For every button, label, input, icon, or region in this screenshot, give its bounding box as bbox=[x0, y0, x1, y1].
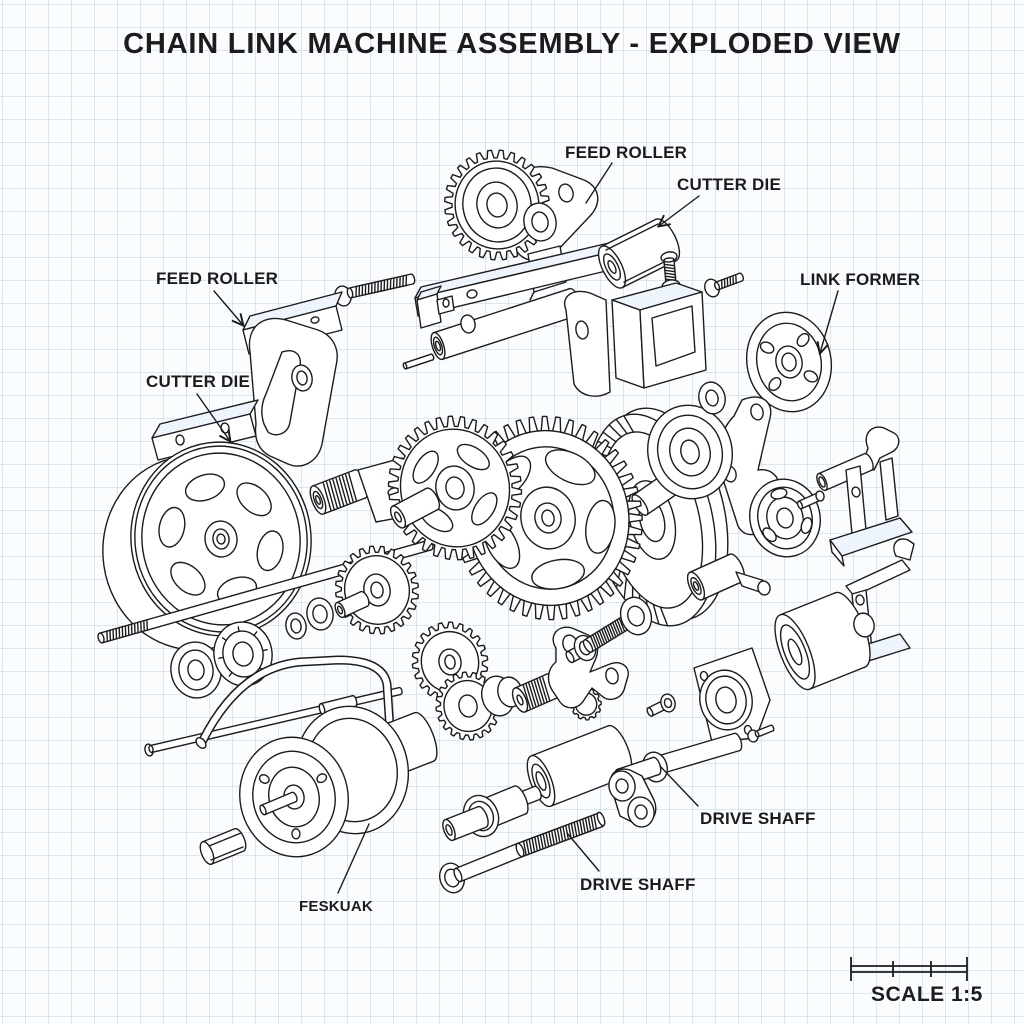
spur-gear-mid bbox=[387, 415, 523, 561]
spool-shaft bbox=[442, 785, 542, 842]
leader-drive-shaft-upper bbox=[659, 765, 699, 807]
leader-link-former bbox=[820, 290, 839, 353]
link-former-flange bbox=[745, 311, 833, 413]
leader-hub-spool bbox=[337, 823, 370, 894]
die-housing bbox=[563, 282, 707, 397]
assembly-drawing bbox=[97, 149, 915, 894]
clamp-bracket-small bbox=[402, 285, 455, 370]
callout-link-former: LINK FORMER bbox=[800, 270, 920, 289]
callout-leaders bbox=[196, 162, 839, 894]
threaded-rod-bottom bbox=[438, 811, 606, 894]
clevis-rocker bbox=[547, 626, 629, 721]
stud-vertical bbox=[565, 596, 653, 664]
mounting-bar bbox=[414, 242, 610, 317]
leader-feed-roller-left bbox=[213, 290, 243, 325]
top-gear bbox=[444, 149, 557, 261]
leader-feed-roller-top bbox=[585, 162, 613, 204]
spur-gear-small bbox=[334, 545, 419, 635]
clamp-assembly-right bbox=[816, 426, 913, 567]
pulley-right bbox=[749, 478, 825, 558]
feed-roller-weldment bbox=[242, 291, 343, 467]
callout-cutter-die-left: CUTTER DIE bbox=[146, 372, 250, 391]
callout-feed-roller-left: FEED ROLLER bbox=[156, 269, 278, 288]
small-flange-disc bbox=[698, 381, 726, 415]
bearing-hub bbox=[646, 404, 734, 500]
leader-drive-shaft-lower bbox=[566, 832, 600, 872]
callout-drive-shaft-lower: DRIVE SHAFF bbox=[580, 875, 696, 894]
callout-hub-spool: FESKUAK bbox=[299, 898, 373, 915]
leader-cutter-die-top bbox=[659, 195, 700, 226]
leader-cutter-die-left bbox=[196, 393, 230, 441]
scale-bar: SCALE 1:5 bbox=[850, 957, 983, 1006]
callout-cutter-die-top: CUTTER DIE bbox=[677, 175, 781, 194]
mushroom-plug bbox=[646, 693, 676, 717]
gear-cluster-bottom bbox=[435, 671, 561, 741]
crank-roller bbox=[686, 553, 771, 601]
bearing-a bbox=[170, 641, 222, 699]
drawing-title: CHAIN LINK MACHINE ASSEMBLY - EXPLODED V… bbox=[123, 28, 901, 60]
bell-drum bbox=[239, 705, 438, 858]
feed-roller-cylinder bbox=[430, 287, 582, 361]
bearing-housing-block bbox=[693, 647, 771, 743]
pin-small bbox=[747, 724, 775, 743]
scale-label: SCALE 1:5 bbox=[871, 983, 983, 1006]
stud-bolt-left bbox=[334, 273, 416, 307]
hex-plug bbox=[199, 827, 247, 866]
annotations: CHAIN LINK MACHINE ASSEMBLY - EXPLODED V… bbox=[123, 28, 920, 915]
drum-right bbox=[774, 591, 875, 691]
callout-feed-roller-top: FEED ROLLER bbox=[565, 143, 687, 162]
roller-drum-bottom bbox=[526, 724, 633, 808]
callout-drive-shaft-upper: DRIVE SHAFF bbox=[700, 809, 816, 828]
link-lobes bbox=[608, 768, 657, 828]
washer-stack bbox=[285, 597, 334, 640]
stud-right bbox=[704, 272, 745, 298]
